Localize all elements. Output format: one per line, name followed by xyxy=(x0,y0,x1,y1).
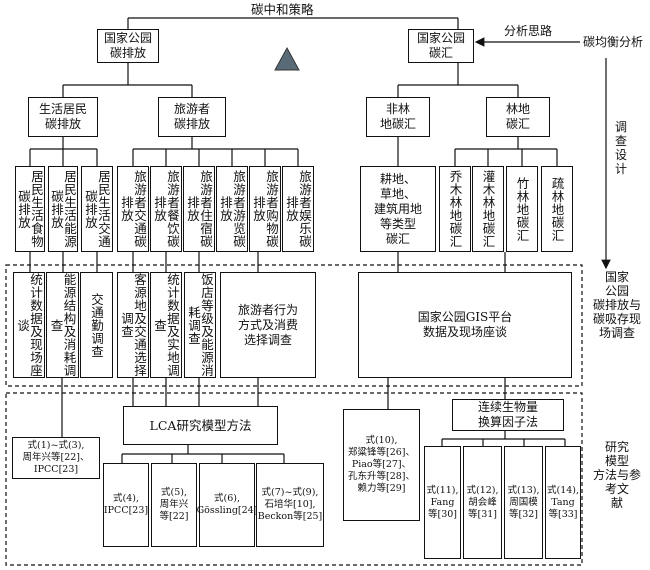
resident-traffic-emission-label: 居民生活交通碳排放 xyxy=(83,170,111,248)
tourist-food-emission: 旅游者餐饮碳排放 xyxy=(150,166,182,252)
diagram-title: 碳中和策略 xyxy=(251,2,314,17)
ref-formula-1-3: 式(1)~式(3), 周年兴等[22]、 IPCC[23] xyxy=(12,437,100,479)
tourist-shopping-emission: 旅游者购物碳排放 xyxy=(249,166,281,252)
resident-food-emission: 居民生活食物碳排放 xyxy=(15,166,45,252)
nonforest-sink-box: 非林 地碳汇 xyxy=(366,97,430,137)
analysis-idea-label: 分析思路 xyxy=(504,24,553,38)
tourist-entertainment-emission: 旅游者娱乐碳排放 xyxy=(282,166,314,252)
tourist-food-emission-label: 旅游者餐饮碳排放 xyxy=(152,170,180,248)
ref-formula-7-9: 式(7)~式(9), 石培华[10], Beckon等[25] xyxy=(256,463,324,547)
ref-formula-13: 式(13), 周国模 等[32] xyxy=(504,446,543,559)
ref-formula-10: 式(10), 郑粱锋等[26]、 Piao等[27]、 孔东升等[28]、 赖力… xyxy=(343,409,420,521)
method-region xyxy=(5,392,583,566)
tourist-lodging-emission-label: 旅游者住宿碳排放 xyxy=(185,170,213,248)
balance-fulcrum xyxy=(274,46,300,71)
resident-traffic-emission: 居民生活交通碳排放 xyxy=(81,166,113,252)
ref-formula-14: 式(14), Tang 等[33] xyxy=(545,446,581,559)
origin-transport-survey-label: 客源地及交通选择调查 xyxy=(119,273,147,377)
energy-consumption-survey: 能源结构及消耗调查 xyxy=(46,272,79,378)
research-method-label: 研究 模型 方法与参 考文 献 xyxy=(592,440,641,510)
gis-platform-survey: 国家公园GIS平台 数据及现场座谈 xyxy=(358,272,572,378)
tourist-lodging-emission: 旅游者住宿碳排放 xyxy=(183,166,215,252)
shrub-forest-sink: 灌木林地碳汇 xyxy=(472,166,504,252)
resident-energy-emission: 居民生活能源碳排放 xyxy=(48,166,78,252)
tourist-traffic-emission: 旅游者交通碳排放 xyxy=(117,166,149,252)
bamboo-forest-sink: 竹林地碳汇 xyxy=(506,166,538,252)
tourist-entertainment-emission-label: 旅游者娱乐碳排放 xyxy=(284,170,312,248)
ref-formula-12: 式(12), 胡会峰 等[31] xyxy=(463,446,502,559)
tourist-sightseeing-emission-label: 旅游者游览碳排放 xyxy=(218,170,246,248)
carbon-balance-label: 碳均衡分析 xyxy=(583,35,644,49)
stat-interview-survey: 统计数据及现场座谈 xyxy=(13,272,45,378)
arbor-forest-sink-label: 乔木林地碳汇 xyxy=(447,170,463,248)
resident-emission-box: 生活居民 碳排放 xyxy=(28,97,98,137)
shrub-forest-sink-label: 灌木林地碳汇 xyxy=(480,170,496,248)
bamboo-forest-sink-label: 竹林地碳汇 xyxy=(514,176,530,242)
hotel-energy-survey-label: 饭店等级及能源消耗调查 xyxy=(186,273,214,377)
stat-field-survey: 统计数据及实地调查 xyxy=(150,272,182,378)
ref-formula-4: 式(4), IPCC[23] xyxy=(103,463,149,547)
resident-energy-emission-label: 居民生活能源碳排放 xyxy=(49,170,77,248)
field-survey-label: 国家 公园 碳排放与 碳吸存现 场调查 xyxy=(592,270,641,340)
commute-survey-label: 交通勤调查 xyxy=(89,292,104,358)
nonforest-landtype-sink: 耕地、 草地、 建筑用地 等类型 碳汇 xyxy=(360,166,436,252)
biomass-factor-method-box: 连续生物量 换算因子法 xyxy=(452,399,564,431)
forest-sink-box: 林地 碳汇 xyxy=(486,97,550,137)
ref-formula-5: 式(5), 周年兴 等[22] xyxy=(151,463,197,547)
ref-formula-6: 式(6), Gössling[24] xyxy=(197,463,257,547)
arbor-forest-sink: 乔木林地碳汇 xyxy=(439,166,471,252)
park-sink-box: 国家公园 碳汇 xyxy=(408,29,474,63)
tourist-behavior-survey: 旅游者行为 方式及消费 选择调查 xyxy=(220,272,316,378)
tourist-traffic-emission-label: 旅游者交通碳排放 xyxy=(119,170,147,248)
park-emission-box: 国家公园 碳排放 xyxy=(97,29,159,63)
commute-survey: 交通勤调查 xyxy=(80,272,113,378)
stat-field-survey-label: 统计数据及实地调查 xyxy=(152,273,180,377)
resident-food-emission-label: 居民生活食物碳排放 xyxy=(16,170,44,248)
lca-method-box: LCA研究模型方法 xyxy=(123,406,278,445)
sparse-forest-sink-label: 疏林地碳汇 xyxy=(549,176,565,242)
energy-consumption-survey-label: 能源结构及消耗调查 xyxy=(48,273,77,377)
tourist-shopping-emission-label: 旅游者购物碳排放 xyxy=(251,170,279,248)
survey-design-label: 调 查 设 计 xyxy=(614,120,627,176)
tourist-sightseeing-emission: 旅游者游览碳排放 xyxy=(216,166,248,252)
stat-interview-survey-label: 统计数据及现场座谈 xyxy=(15,273,43,377)
origin-transport-survey: 客源地及交通选择调查 xyxy=(117,272,149,378)
tourist-emission-box: 旅游者 碳排放 xyxy=(158,97,226,137)
survey-region xyxy=(5,264,583,387)
sparse-forest-sink: 疏林地碳汇 xyxy=(541,166,573,252)
hotel-energy-survey: 饭店等级及能源消耗调查 xyxy=(184,272,216,378)
ref-formula-11: 式(11), Fang 等[30] xyxy=(424,446,461,559)
